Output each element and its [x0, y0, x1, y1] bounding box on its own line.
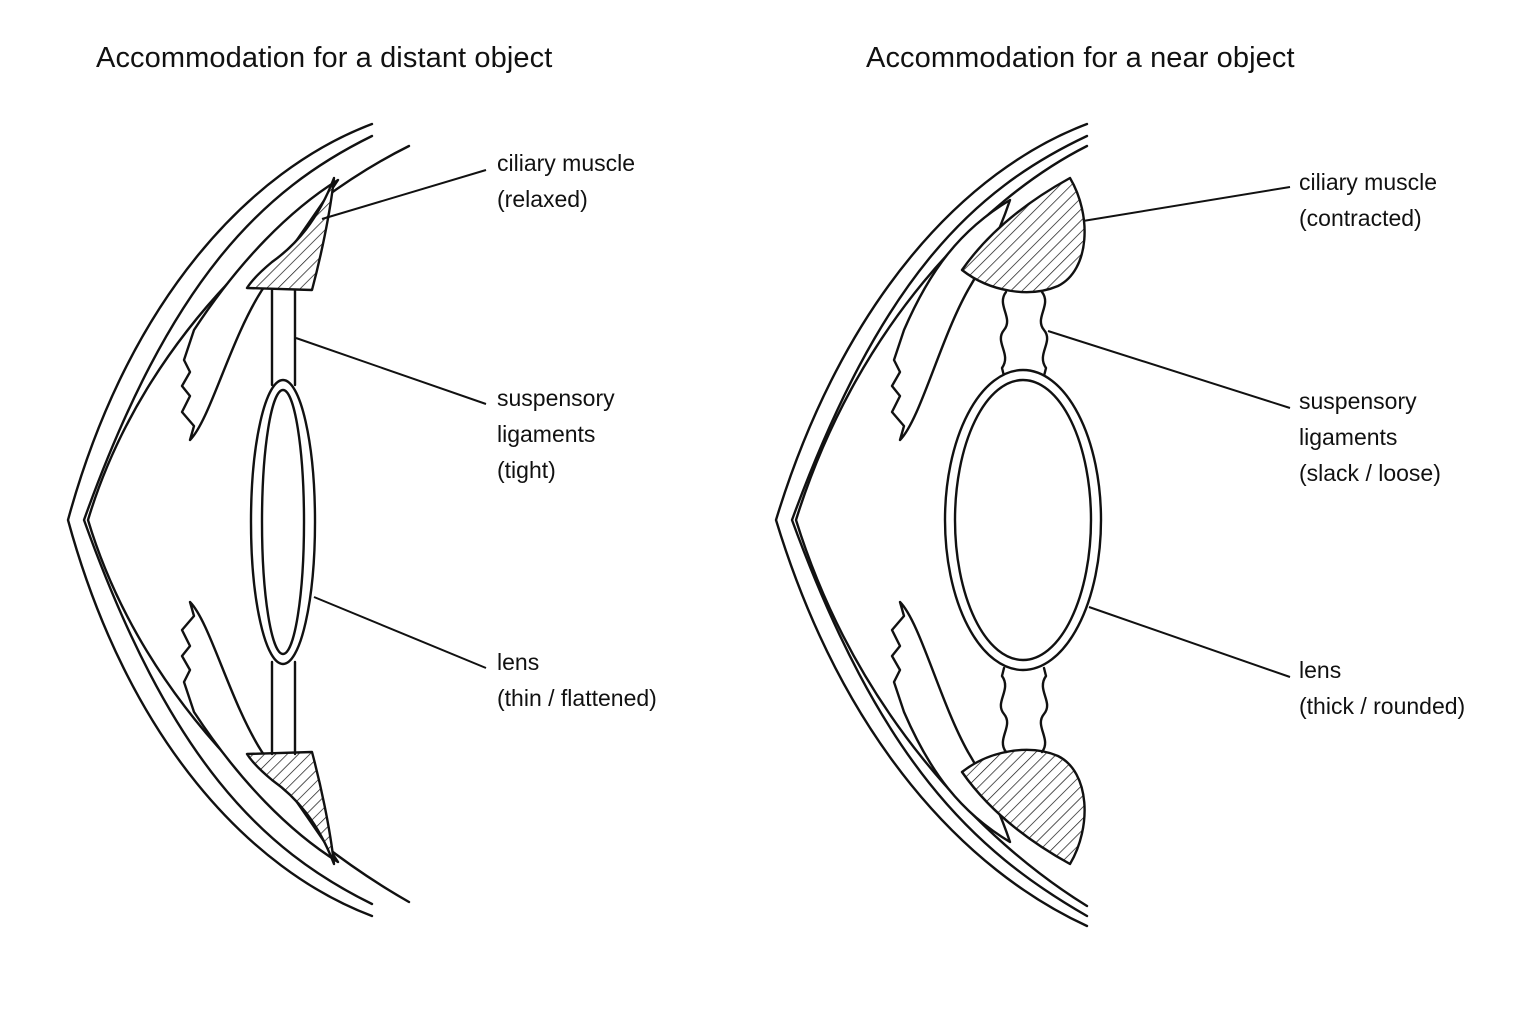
- ciliary-muscle-upper: [960, 176, 1086, 294]
- label-lens-near: lens (thick / rounded): [1299, 652, 1465, 724]
- lens-thick: [943, 368, 1103, 672]
- leader-lens-near: [1088, 606, 1291, 678]
- label-line: (contracted): [1299, 205, 1422, 231]
- leader-ligament-distant: [295, 337, 487, 405]
- suspensory-ligaments-tight: [270, 288, 297, 756]
- ciliary-muscle-lower: [245, 750, 336, 866]
- label-line: ligaments: [1299, 424, 1398, 450]
- label-lens-distant: lens (thin / flattened): [497, 644, 657, 716]
- outer-cornea-line: [774, 122, 1089, 928]
- panel-title-distant: Accommodation for a distant object: [96, 42, 553, 74]
- leader-ligament-near: [1047, 330, 1291, 409]
- outer-cornea-line: [66, 122, 374, 918]
- eye-near: [774, 122, 1103, 928]
- label-line: suspensory: [497, 385, 615, 411]
- label-line: ciliary muscle: [1299, 169, 1438, 195]
- label-line: (slack / loose): [1299, 460, 1441, 486]
- label-line: (relaxed): [497, 186, 588, 212]
- leader-ciliary-near: [1082, 186, 1291, 222]
- label-line: lens: [497, 649, 540, 675]
- leader-ciliary-distant: [321, 169, 487, 220]
- eye-distant: [66, 122, 411, 918]
- leader-lens-distant: [313, 596, 487, 669]
- label-ciliary-muscle-near: ciliary muscle (contracted): [1299, 164, 1437, 236]
- label-suspensory-ligaments-near: suspensory ligaments (slack / loose): [1299, 383, 1441, 491]
- label-ciliary-muscle-distant: ciliary muscle (relaxed): [497, 145, 635, 217]
- label-line: (thin / flattened): [497, 685, 657, 711]
- cornea-front-wall: [790, 134, 1089, 918]
- label-line: suspensory: [1299, 388, 1417, 414]
- suspensory-ligaments-slack: [999, 290, 1049, 754]
- label-line: (tight): [497, 457, 556, 483]
- label-line: ligaments: [497, 421, 596, 447]
- cornea-front-wall: [82, 134, 374, 906]
- label-line: lens: [1299, 657, 1342, 683]
- lens-thin-inner: [260, 388, 306, 656]
- panel-title-near: Accommodation for a near object: [866, 42, 1295, 74]
- label-line: ciliary muscle: [497, 150, 636, 176]
- lens-thin: [249, 378, 317, 666]
- lens-thick-inner: [953, 378, 1093, 662]
- label-suspensory-ligaments-distant: suspensory ligaments (tight): [497, 380, 615, 488]
- label-line: (thick / rounded): [1299, 693, 1466, 719]
- ciliary-muscle-upper: [245, 176, 336, 292]
